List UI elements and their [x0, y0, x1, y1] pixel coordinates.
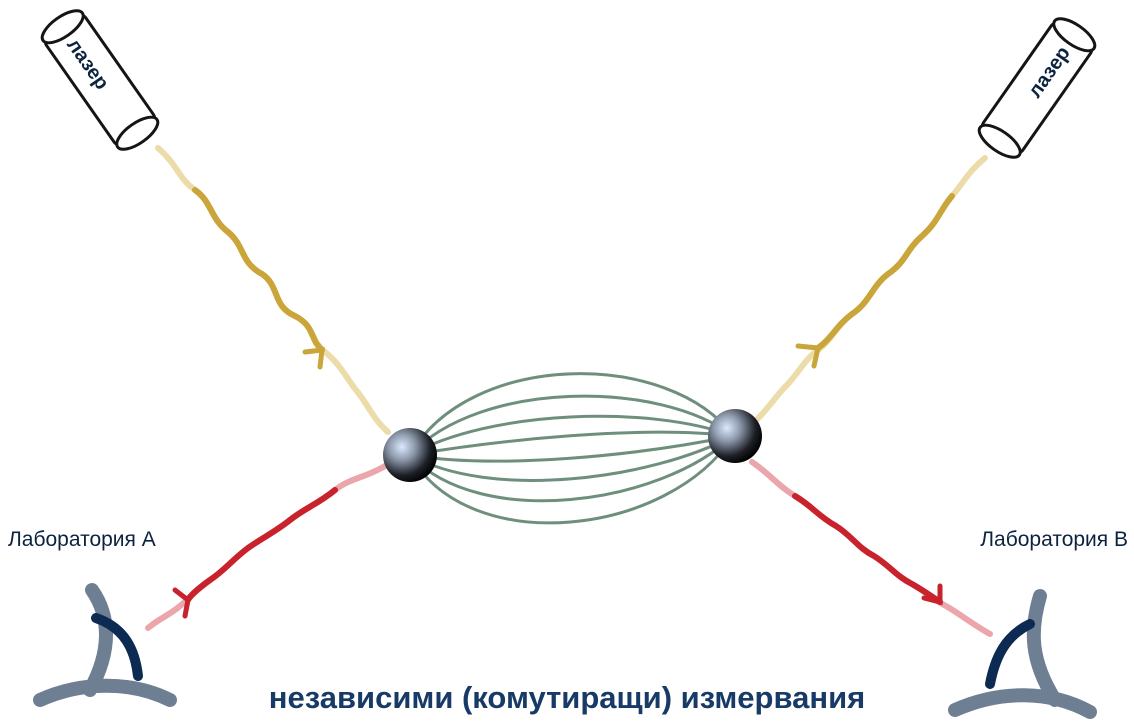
incoming-photon-right [749, 155, 988, 427]
incoming-photon-left [155, 145, 391, 435]
laser-right: лазер [977, 17, 1097, 159]
lab-b-label: Лаборатория В [980, 528, 1128, 551]
detector-lab-a [33, 583, 177, 707]
outgoing-photon-left [145, 463, 388, 631]
detector-lab-b [948, 589, 1097, 719]
entanglement-field-lines [408, 372, 735, 525]
outgoing-photon-right [749, 459, 993, 637]
laser-left: лазер [40, 9, 160, 151]
lab-a-label: Лаборатория А [8, 528, 156, 551]
particle-left [383, 428, 437, 482]
caption: независими (комутиращи) измервания [268, 680, 866, 715]
particle-right [708, 409, 762, 463]
